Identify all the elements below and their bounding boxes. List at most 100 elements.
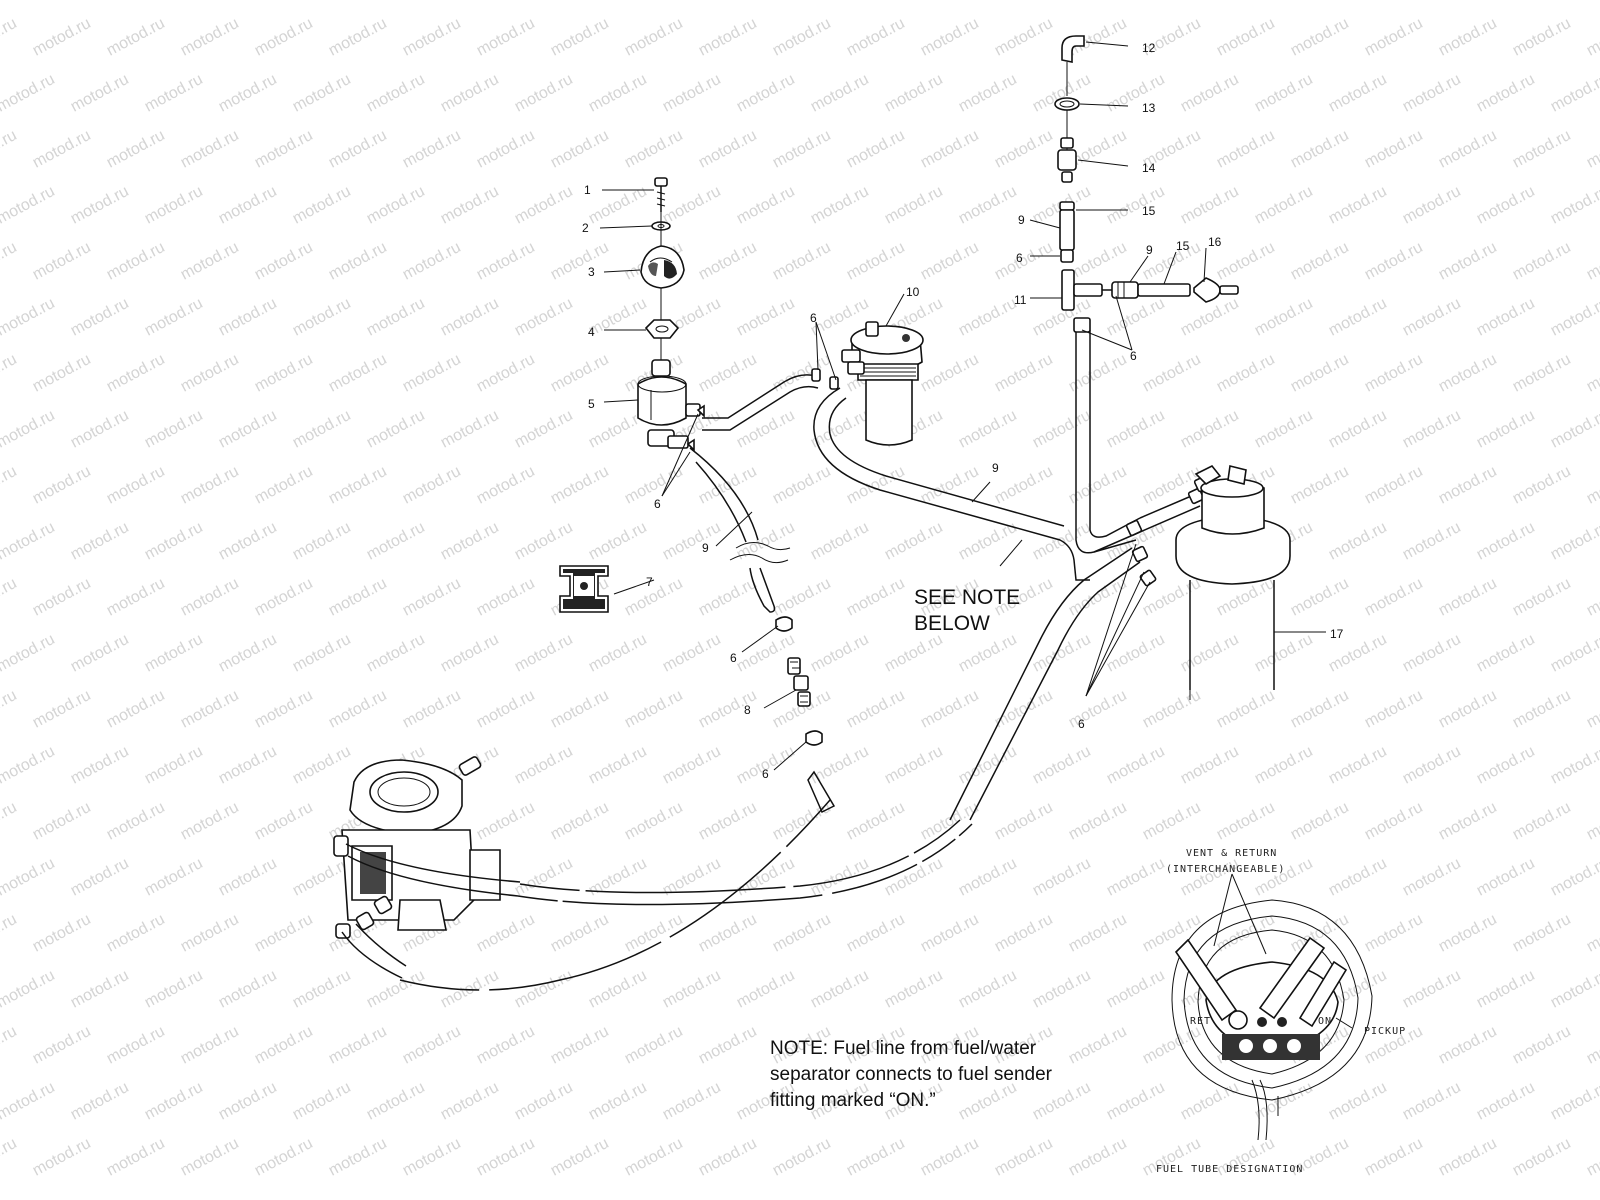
watermark-text: motod.ru	[992, 239, 1056, 284]
watermark-text: motod.ru	[586, 71, 650, 116]
watermark-text: motod.ru	[1584, 239, 1600, 284]
watermark-text: motod.ru	[1104, 1079, 1168, 1124]
watermark-text: motod.ru	[586, 967, 650, 1012]
leader-lines	[599, 41, 1326, 771]
watermark-text: motod.ru	[696, 239, 760, 284]
watermark-text: motod.ru	[622, 15, 686, 60]
watermark-text: motod.ru	[844, 239, 908, 284]
carburetor	[333, 756, 521, 979]
watermark-text: motod.ru	[1066, 687, 1130, 732]
watermark-text: motod.ru	[844, 1135, 908, 1180]
watermark-text: motod.ru	[696, 911, 760, 956]
watermark-text: motod.ru	[178, 351, 242, 396]
watermark-text: motod.ru	[142, 183, 206, 228]
watermark-text: motod.ru	[1066, 239, 1130, 284]
watermark-text: motod.ru	[400, 351, 464, 396]
watermark-text: motod.ru	[1252, 631, 1316, 676]
callout-11: 11	[1014, 293, 1027, 307]
watermark-text: motod.ru	[216, 855, 280, 900]
watermark-text: motod.ru	[326, 687, 390, 732]
watermark-text: motod.ru	[68, 407, 132, 452]
watermark-text: motod.ru	[844, 911, 908, 956]
watermark-text: motod.ru	[1400, 295, 1464, 340]
watermark-text: motod.ru	[882, 743, 946, 788]
watermark-text: motod.ru	[68, 183, 132, 228]
watermark-text: motod.ru	[1178, 0, 1242, 4]
watermark-text: motod.ru	[992, 799, 1056, 844]
watermark-text: motod.ru	[1584, 687, 1600, 732]
callout-15b: 15	[1176, 239, 1190, 253]
watermark-text: motod.ru	[0, 799, 20, 844]
watermark-text: motod.ru	[1140, 1023, 1204, 1068]
watermark-text: motod.ru	[400, 15, 464, 60]
watermark-text: motod.ru	[1104, 743, 1168, 788]
watermark-text: motod.ru	[0, 127, 20, 172]
watermark-text: motod.ru	[474, 911, 538, 956]
watermark-text: motod.ru	[1362, 575, 1426, 620]
watermark-text: motod.ru	[1548, 407, 1600, 452]
watermark-text: motod.ru	[512, 407, 576, 452]
watermark-text: motod.ru	[1584, 1135, 1600, 1180]
callout-6a: 6	[654, 497, 661, 511]
watermark-text: motod.ru	[142, 0, 206, 4]
watermark-text: motod.ru	[30, 351, 94, 396]
watermark-text: motod.ru	[1288, 351, 1352, 396]
watermark-text: motod.ru	[104, 575, 168, 620]
watermark-text: motod.ru	[622, 687, 686, 732]
watermark-text: motod.ru	[622, 575, 686, 620]
watermark-text: motod.ru	[216, 967, 280, 1012]
watermark-text: motod.ru	[734, 855, 798, 900]
watermark-text: motod.ru	[290, 1079, 354, 1124]
watermark-text: motod.ru	[0, 855, 58, 900]
watermark-text: motod.ru	[104, 127, 168, 172]
watermark-text: motod.ru	[326, 127, 390, 172]
watermark-text: motod.ru	[438, 631, 502, 676]
watermark-text: motod.ru	[68, 519, 132, 564]
watermark-text: motod.ru	[660, 71, 724, 116]
watermark-text: motod.ru	[1214, 351, 1278, 396]
callout-16: 16	[1208, 235, 1222, 249]
watermark-text: motod.ru	[1436, 1023, 1500, 1068]
watermark-text: motod.ru	[30, 911, 94, 956]
watermark-text: motod.ru	[178, 1023, 242, 1068]
watermark-text: motod.ru	[1436, 127, 1500, 172]
watermark-text: motod.ru	[0, 239, 20, 284]
watermark-text: motod.ru	[770, 239, 834, 284]
watermark-text: motod.ru	[0, 911, 20, 956]
watermark-text: motod.ru	[696, 127, 760, 172]
watermark-text: motod.ru	[734, 967, 798, 1012]
watermark-text: motod.ru	[438, 407, 502, 452]
watermark-text: motod.ru	[0, 1023, 20, 1068]
watermark-text: motod.ru	[586, 295, 650, 340]
watermark-text: motod.ru	[586, 743, 650, 788]
watermark-text: motod.ru	[512, 71, 576, 116]
watermark-text: motod.ru	[30, 1023, 94, 1068]
watermark-text: motod.ru	[1214, 687, 1278, 732]
watermark-text: motod.ru	[104, 15, 168, 60]
watermark-text: motod.ru	[0, 967, 58, 1012]
watermark-text: motod.ru	[290, 0, 354, 4]
watermark-text: motod.ru	[548, 239, 612, 284]
part-1-bolt	[654, 177, 668, 212]
watermark-text: motod.ru	[956, 855, 1020, 900]
watermark-text: motod.ru	[290, 407, 354, 452]
watermark-text: motod.ru	[104, 799, 168, 844]
watermark-text: motod.ru	[1584, 127, 1600, 172]
watermark-text: motod.ru	[1474, 407, 1538, 452]
callout-7: 7	[646, 575, 653, 589]
watermark-text: motod.ru	[178, 687, 242, 732]
watermark-text: motod.ru	[1436, 575, 1500, 620]
watermark-text: motod.ru	[326, 1023, 390, 1068]
watermark-text: motod.ru	[1474, 1079, 1538, 1124]
watermark-text: motod.ru	[1066, 575, 1130, 620]
watermark-text: motod.ru	[1030, 407, 1094, 452]
watermark-text: motod.ru	[586, 0, 650, 4]
watermark-text: motod.ru	[1214, 127, 1278, 172]
watermark-text: motod.ru	[1436, 911, 1500, 956]
watermark-text: motod.ru	[1548, 71, 1600, 116]
watermark-text: motod.ru	[808, 71, 872, 116]
watermark-text: motod.ru	[1178, 631, 1242, 676]
watermark-text: motod.ru	[992, 351, 1056, 396]
watermark-text: motod.ru	[30, 687, 94, 732]
